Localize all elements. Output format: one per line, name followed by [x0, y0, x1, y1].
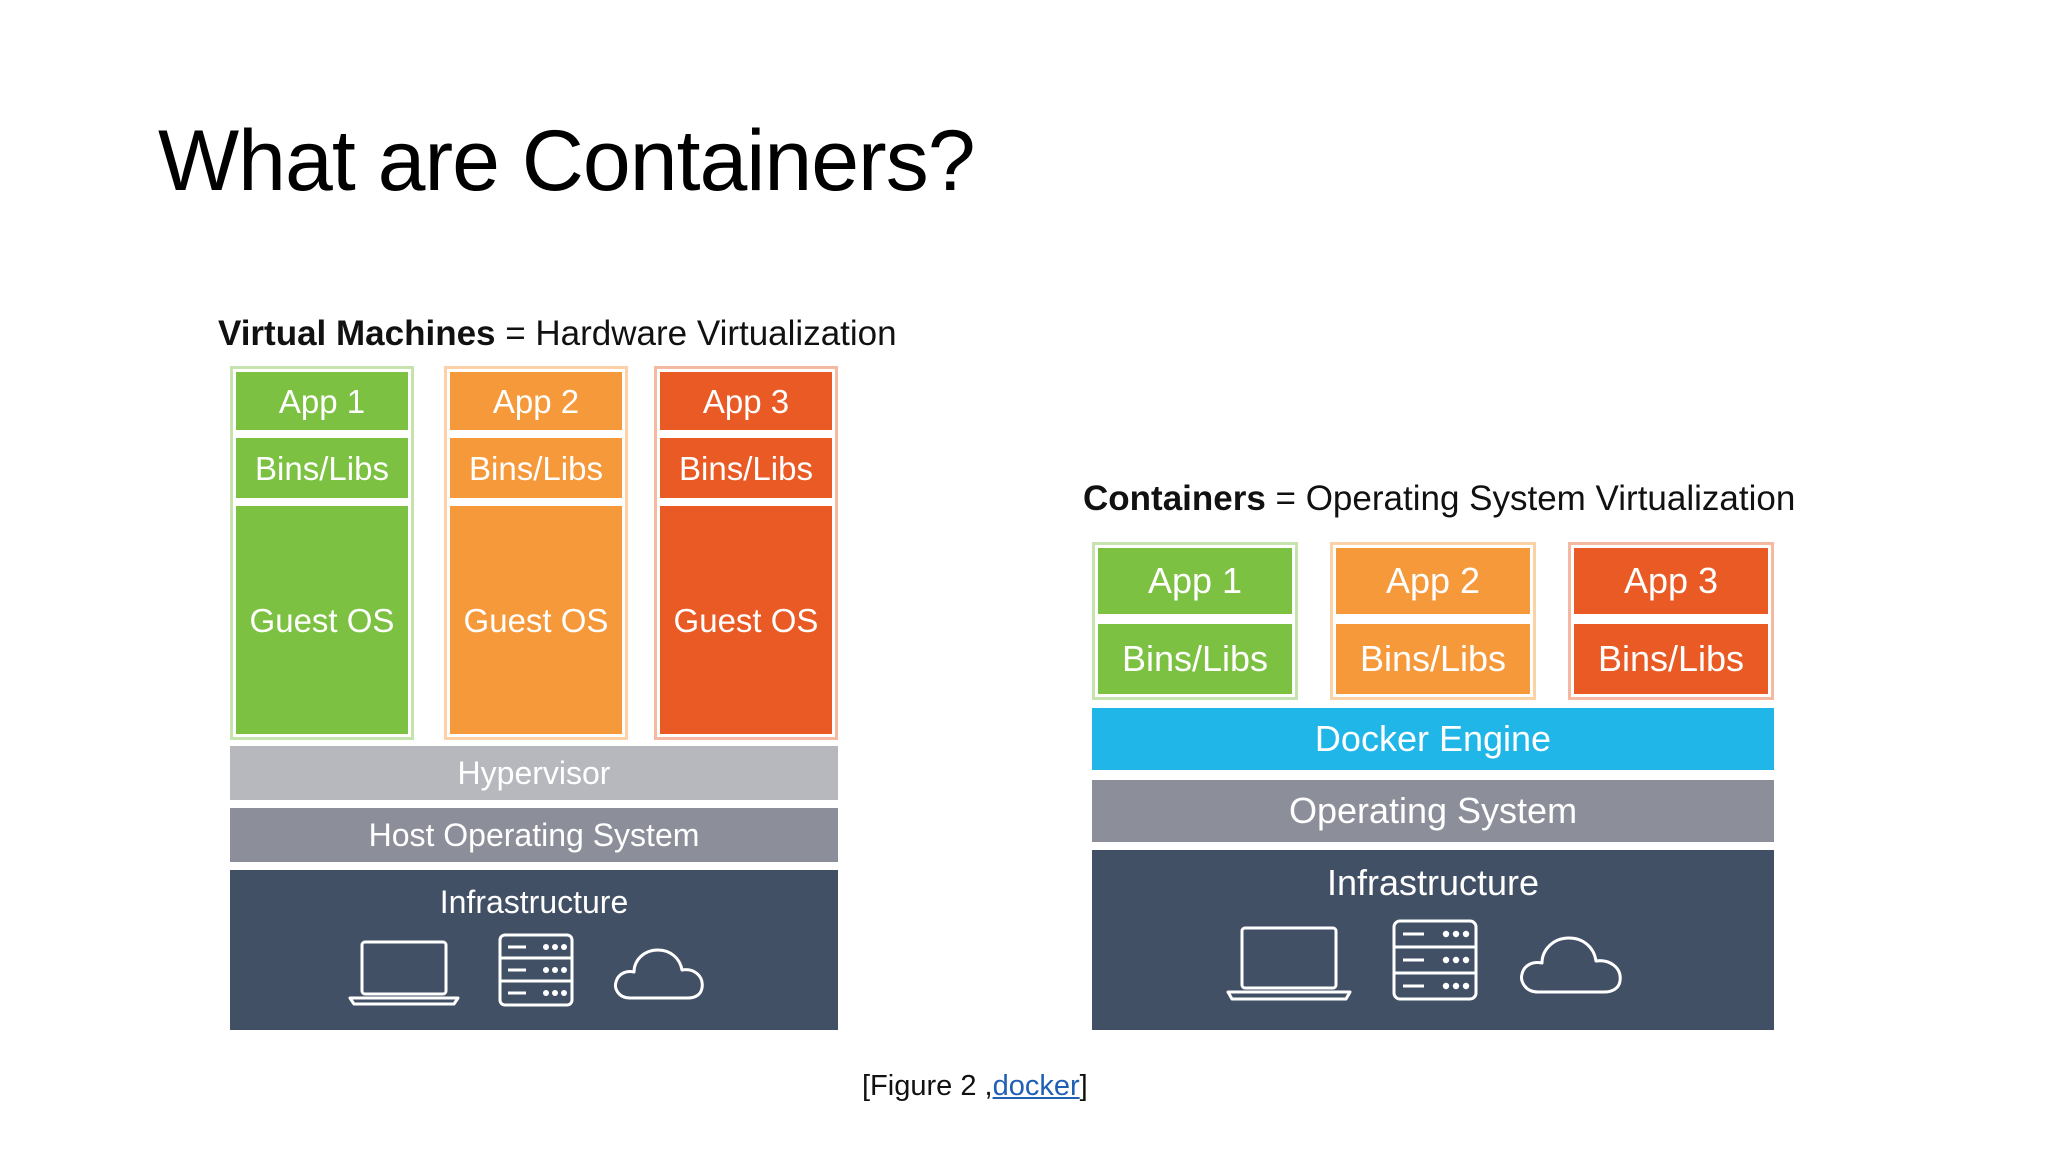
container-bins-2: Bins/Libs: [1336, 624, 1530, 694]
container-infrastructure: Infrastructure: [1092, 850, 1774, 1030]
server-icon: [498, 933, 574, 1007]
vm-diagram: App 1 Bins/Libs Guest OS App 2 Bins/Libs…: [226, 362, 842, 1032]
vm-bins-1: Bins/Libs: [236, 438, 408, 498]
docker-link[interactable]: docker: [992, 1070, 1080, 1102]
containers-caption-rest: = Operating System Virtualization: [1265, 479, 1796, 518]
containers-diagram: App 1 Bins/Libs App 2 Bins/Libs App 3 Bi…: [1088, 542, 1776, 1030]
container-infrastructure-label: Infrastructure: [1326, 862, 1540, 903]
figure-caption: [Figure 2 ,docker]: [862, 1070, 1088, 1103]
vm-app-1: App 1: [236, 372, 408, 430]
cloud-icon: [1520, 936, 1622, 994]
vm-bins-3: Bins/Libs: [660, 438, 832, 498]
vm-host-os: Host Operating System: [230, 808, 838, 862]
container-operating-system: Operating System: [1092, 780, 1774, 842]
containers-caption: Containers = Operating System Virtualiza…: [1083, 481, 1795, 516]
cloud-icon: [614, 948, 704, 1000]
vm-bins-2: Bins/Libs: [450, 438, 622, 498]
docker-engine: Docker Engine: [1092, 708, 1774, 770]
vm-guest-os-3: Guest OS: [660, 506, 832, 734]
figure-caption-prefix: [Figure 2 ,: [862, 1070, 993, 1102]
vm-infrastructure: Infrastructure: [230, 870, 838, 1030]
slide-title: What are Containers?: [158, 113, 976, 209]
vm-app-2: App 2: [450, 372, 622, 430]
vm-app-3: App 3: [660, 372, 832, 430]
container-app-2: App 2: [1336, 548, 1530, 614]
vm-caption-bold: Virtual Machines: [218, 314, 496, 353]
laptop-icon: [348, 940, 460, 1006]
laptop-icon: [1226, 926, 1352, 1001]
containers-caption-bold: Containers: [1083, 479, 1266, 518]
vm-caption-rest: = Hardware Virtualization: [495, 314, 897, 353]
vm-infrastructure-label: Infrastructure: [439, 884, 629, 920]
container-app-3: App 3: [1574, 548, 1768, 614]
vm-caption: Virtual Machines = Hardware Virtualizati…: [218, 316, 897, 351]
container-bins-3: Bins/Libs: [1574, 624, 1768, 694]
server-icon: [1392, 919, 1478, 1001]
vm-guest-os-1: Guest OS: [236, 506, 408, 734]
vm-hypervisor: Hypervisor: [230, 746, 838, 800]
container-app-1: App 1: [1098, 548, 1292, 614]
vm-guest-os-2: Guest OS: [450, 506, 622, 734]
figure-caption-suffix: ]: [1079, 1070, 1088, 1102]
container-bins-1: Bins/Libs: [1098, 624, 1292, 694]
